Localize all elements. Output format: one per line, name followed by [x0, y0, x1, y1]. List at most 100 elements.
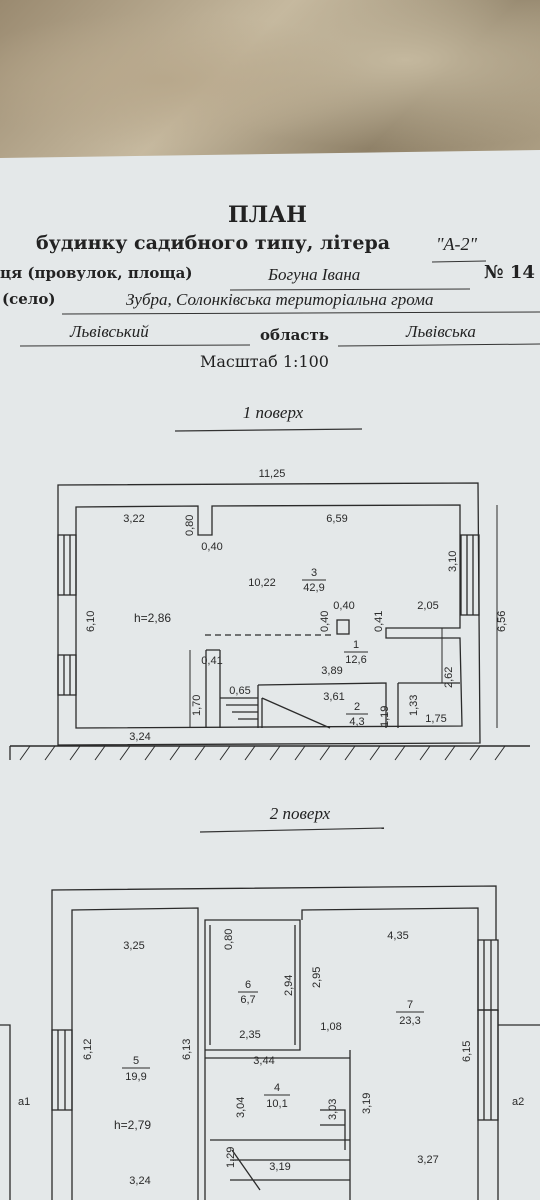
dim-3-61: 3,61: [323, 691, 344, 703]
floor1-plan: [9, 482, 530, 760]
room-1-number: 1: [353, 639, 359, 651]
room-2-area: 4,3: [349, 716, 364, 728]
dim2-3-19: 3,19: [361, 1093, 373, 1114]
litera-value: "А-2": [436, 234, 478, 254]
room-4-area: 10,1: [266, 1098, 287, 1110]
floor1-label: 1 поверх: [243, 403, 304, 422]
dim-3-89: 3,89: [321, 665, 342, 677]
dim2-3-44: 3,44: [253, 1055, 274, 1067]
dim-1-75: 1,75: [425, 713, 446, 725]
village-label: (село): [2, 290, 56, 308]
floor1-window-left-top: [57, 534, 77, 596]
dim-0-80: 0,80: [184, 515, 196, 536]
paper-sheet: [0, 150, 540, 1200]
floor1-label-underline: [174, 428, 363, 432]
floor2-room4-walls: [204, 1050, 350, 1200]
underline-street: [229, 288, 471, 291]
room-6-area: 6,7: [240, 994, 255, 1006]
floor1-pillar: [336, 619, 350, 635]
dim2-1-29: 1,29: [225, 1147, 237, 1168]
room-7-area: 23,3: [399, 1015, 420, 1027]
dim-6-10: 6,10: [85, 611, 97, 632]
floor2-room6-walls: [204, 919, 301, 1051]
oblast-value: Львівська: [406, 322, 476, 341]
dim2-4-35: 4,35: [387, 930, 408, 942]
dim2-3-19-b: 3,19: [269, 1161, 290, 1173]
dim-2-05: 2,05: [417, 600, 438, 612]
street-label: ця (провулок, площа): [0, 264, 193, 282]
floor1-partition-right: [257, 682, 460, 728]
room-4-number: 4: [274, 1082, 280, 1094]
floor1-window-left-bottom: [57, 654, 77, 696]
room-7-number: 7: [407, 999, 413, 1011]
room-1-area: 12,6: [345, 654, 366, 666]
dim2-6-12: 6,12: [82, 1039, 94, 1060]
floor1-ground-hatch: [19, 745, 506, 761]
dim-overall-width: 11,25: [259, 468, 286, 480]
dim-1-19: 1,19: [379, 706, 391, 727]
dim-0-40-b: 0,40: [333, 600, 354, 612]
floor2-stairs: [210, 1109, 350, 1191]
dim2-3-27: 3,27: [417, 1154, 438, 1166]
floor2-outer-wall-top: [51, 885, 497, 940]
dim2-3-03: 3,03: [327, 1099, 339, 1120]
floor1-inner-wall: [75, 504, 463, 729]
underline-litera: [431, 260, 487, 263]
dim2-3-24: 3,24: [129, 1175, 150, 1187]
dim-0-65: 0,65: [229, 685, 250, 697]
floor1-stairs: [220, 697, 331, 729]
porch-a1-label: а1: [18, 1096, 30, 1108]
dim2-6-15: 6,15: [461, 1041, 473, 1062]
floor2-label-underline: [199, 827, 385, 833]
dim-6-56: 6,56: [496, 611, 508, 632]
oblast-label: область: [260, 326, 329, 344]
dim2-0-80: 0,80: [223, 929, 235, 950]
floor1-height: h=2,86: [134, 611, 171, 625]
dim-1-33: 1,33: [408, 695, 420, 716]
floor2-label: 2 поверх: [270, 804, 331, 823]
dim-0-40-a: 0,40: [201, 541, 222, 553]
dim-10-22: 10,22: [248, 577, 276, 589]
underline-oblast: [337, 343, 540, 347]
dim-0-40-c: 0,40: [319, 611, 331, 632]
district-value: Львівський: [70, 322, 149, 341]
document-title: ПЛАН: [228, 202, 307, 228]
room-5-number: 5: [133, 1055, 139, 1067]
dim-3-24: 3,24: [129, 731, 150, 743]
dim2-2-95: 2,95: [311, 967, 323, 988]
dim2-2-94: 2,94: [283, 975, 295, 996]
room-3-area: 42,9: [303, 582, 324, 594]
floor-plan-drawing: 1 поверх: [0, 150, 540, 1200]
scale: Масштаб 1:100: [200, 352, 329, 371]
room-6-number: 6: [245, 979, 251, 991]
plan-document: 1 поверх: [0, 150, 540, 1200]
underline-district: [19, 344, 251, 347]
porch-a2-label: а2: [512, 1096, 524, 1108]
dim2-3-25: 3,25: [123, 940, 144, 952]
floor2-height: h=2,79: [114, 1118, 151, 1132]
dim-3-10: 3,10: [447, 551, 459, 572]
village-value: Зубра, Солонківська територіальна грома: [126, 290, 434, 309]
porch-a1: [0, 1024, 11, 1200]
dim-0-41-a: 0,41: [373, 611, 385, 632]
floor1-window-right: [460, 534, 480, 616]
room-3-number: 3: [311, 567, 317, 579]
room-2-number: 2: [354, 701, 360, 713]
floor1-partition-left: [205, 649, 221, 728]
dim2-2-35: 2,35: [239, 1029, 260, 1041]
dim-2-62: 2,62: [443, 667, 455, 688]
house-number: № 14: [484, 262, 535, 283]
dim-3-22: 3,22: [123, 513, 144, 525]
dim2-6-13: 6,13: [181, 1039, 193, 1060]
floor2-window-right-bottom: [477, 1009, 499, 1121]
underline-village: [61, 311, 540, 315]
floor2-window-left: [51, 1029, 73, 1111]
street-value: Богуна Івана: [268, 265, 361, 284]
dim2-3-04: 3,04: [235, 1097, 247, 1118]
dim2-1-08: 1,08: [320, 1021, 341, 1033]
dim-0-41-b: 0,41: [201, 655, 222, 667]
floor2-plan: [0, 885, 540, 1200]
dim-1-70: 1,70: [191, 695, 203, 716]
document-subtitle: будинку садибного типу, літера: [36, 232, 391, 254]
dim-6-59: 6,59: [326, 513, 347, 525]
